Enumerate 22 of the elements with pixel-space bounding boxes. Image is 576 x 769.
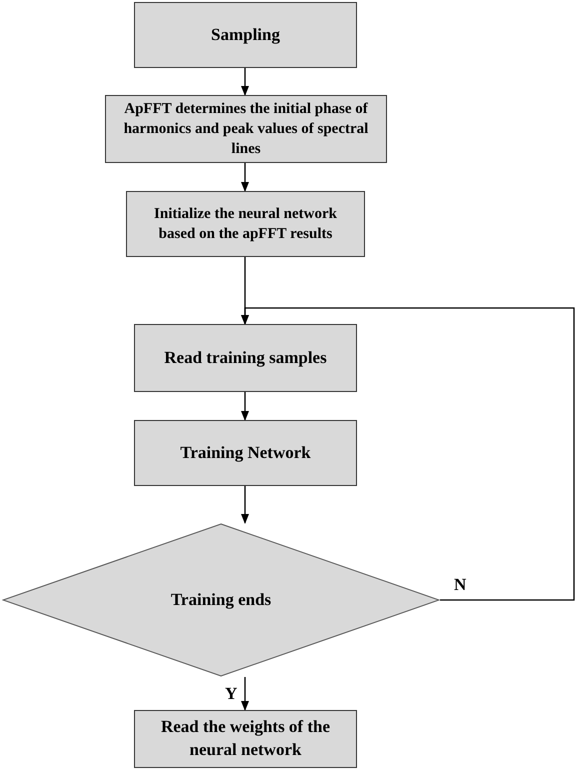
- node-text: Initialize the neural network based on the apFFT results: [153, 204, 338, 244]
- node-text: Read training samples: [164, 346, 327, 369]
- arrow: [241, 163, 249, 192]
- arrow: [241, 392, 249, 421]
- node-text: ApFFT determines the initial phase of harmonics and peak values of spectral lines: [122, 100, 370, 160]
- process-box: [134, 324, 357, 392]
- node-text: Training ends: [170, 588, 272, 611]
- node-text: Read the weights of the neural network: [160, 716, 332, 761]
- process-box: [134, 2, 357, 68]
- arrow: [241, 68, 249, 96]
- arrow: [241, 486, 249, 524]
- decision-diamond: [2, 523, 440, 677]
- arrow: [241, 307, 575, 601]
- node-text: Sampling: [211, 24, 280, 46]
- process-box: [134, 710, 357, 768]
- process-box: [126, 191, 365, 257]
- edge-label: N: [452, 576, 468, 593]
- node-text: Training Network: [180, 442, 311, 464]
- arrow: [241, 677, 249, 711]
- edge-label: Y: [223, 685, 240, 702]
- process-box: [134, 420, 357, 486]
- process-box: [105, 95, 387, 163]
